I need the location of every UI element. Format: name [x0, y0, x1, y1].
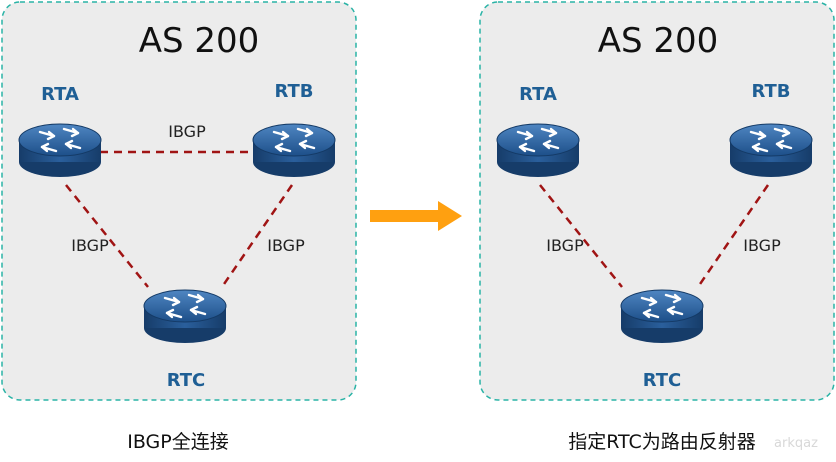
- link-label-rta-rtb: IBGP: [168, 122, 206, 141]
- router-icon: [728, 122, 814, 179]
- router-icon: [251, 122, 337, 179]
- link-label-rtb-rtc: IBGP: [267, 236, 305, 255]
- panel-background: [1, 1, 357, 401]
- ibgp-link-rtb-rtc: [220, 184, 294, 288]
- router-icon: [619, 288, 705, 345]
- ibgp-link-rta-rtc: [539, 184, 623, 288]
- router-label-rta: RTA: [519, 84, 557, 105]
- router-label-rtb: RTB: [751, 81, 790, 102]
- router-icon: [495, 122, 581, 179]
- ibgp-link-rtb-rtc: [696, 184, 770, 288]
- panel-caption: 指定RTC为路由反射器: [568, 431, 756, 453]
- router-label-rtc: RTC: [643, 370, 682, 391]
- link-label-rta-rtc: IBGP: [71, 236, 109, 255]
- panel-caption: IBGP全连接: [127, 431, 229, 453]
- ibgp-link-rta-rtc: [65, 184, 149, 288]
- link-label-rtb-rtc: IBGP: [743, 236, 781, 255]
- watermark: arkqaz: [774, 436, 818, 451]
- as-title: AS 200: [139, 21, 260, 61]
- panel-full-mesh: AS 200 IBGP IBGP IBGP RTA RTB RTC IBGP全连…: [1, 1, 357, 453]
- router-label-rtb: RTB: [274, 81, 313, 102]
- router-icon: [17, 122, 103, 179]
- panel-route-reflector: AS 200 IBGP IBGP RTA RTB RTC 指定RTC为路由反射器: [479, 1, 835, 453]
- as-title: AS 200: [598, 21, 719, 61]
- link-label-rta-rtc: IBGP: [546, 236, 584, 255]
- right-arrow-icon: [370, 201, 462, 231]
- router-label-rtc: RTC: [167, 370, 206, 391]
- panel-background: [479, 1, 835, 401]
- router-icon: [142, 288, 228, 345]
- router-label-rta: RTA: [41, 84, 79, 105]
